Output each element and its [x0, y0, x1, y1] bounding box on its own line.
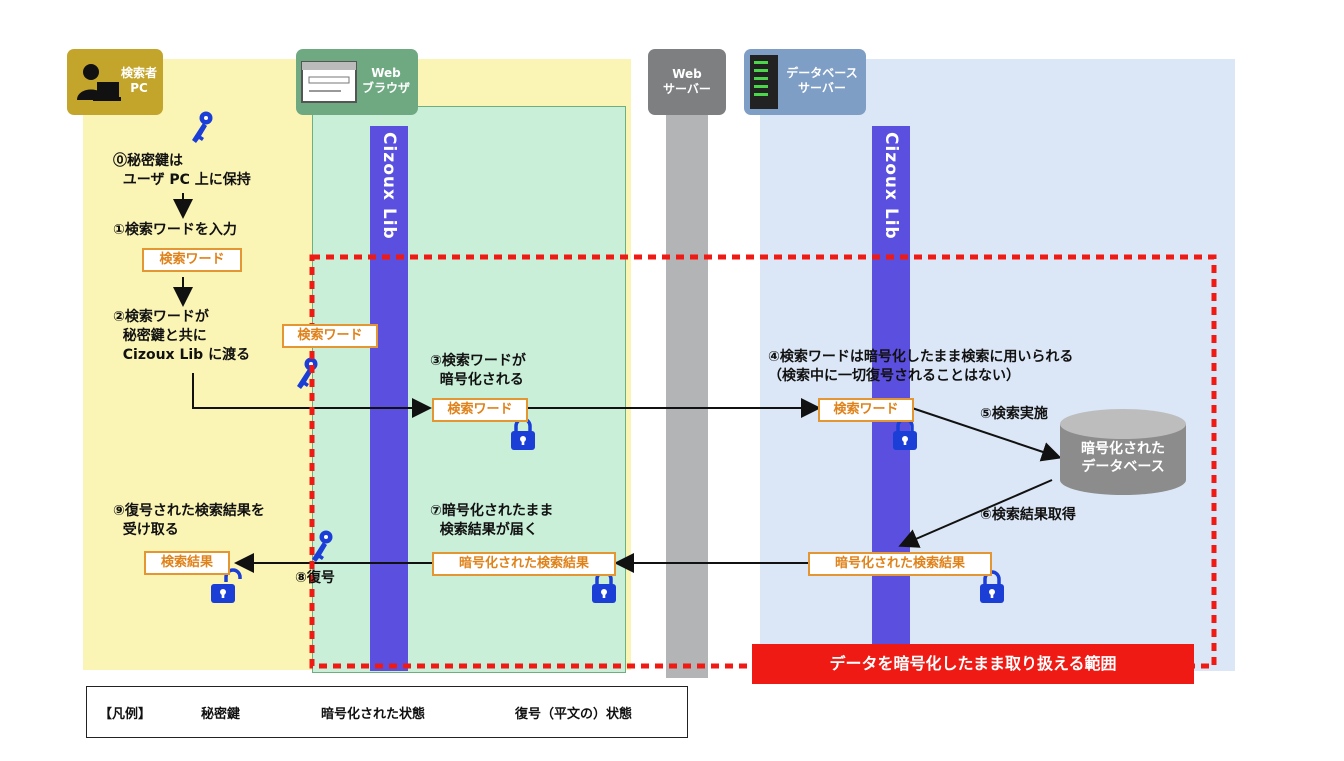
search-word-box-db: 検索ワード	[818, 398, 914, 422]
arrow-db-result	[898, 479, 1053, 548]
step-2-text: ②検索ワードが 秘密鍵と共に Cizoux Lib に渡る	[113, 309, 251, 363]
user-pc-icon	[77, 64, 121, 101]
encrypted-scope-label: データを暗号化したまま取り扱える範囲	[752, 644, 1194, 684]
lock-icon	[891, 417, 919, 452]
step-9-text: ⑨復号された検索結果を 受け取る	[113, 503, 265, 538]
browser-window-icon	[301, 61, 357, 103]
legend-title: 【凡例】	[99, 707, 152, 722]
web-server-header-label: Web サーバー	[663, 67, 711, 96]
database-label: 暗号化された データベース	[1081, 441, 1165, 475]
pc-header-label: 検索者 PC	[121, 66, 158, 95]
lock-icon	[590, 570, 618, 605]
search-word-box-handoff: 検索ワード	[282, 324, 378, 348]
cizoux-lib-label-browser: Cizoux Lib	[379, 132, 399, 240]
encrypted-result-box-browser: 暗号化された検索結果	[432, 552, 616, 576]
step-8-text: ⑧復号	[295, 570, 335, 586]
key-icon	[192, 111, 213, 143]
legend-key-label: 秘密鍵	[201, 707, 241, 722]
step-3-text: ③検索ワードが 暗号化される	[430, 353, 526, 388]
web-server-lane	[666, 106, 708, 678]
legend-unlocked-label: 復号（平文の）状態	[515, 707, 633, 722]
cizoux-lib-label-db: Cizoux Lib	[881, 132, 901, 240]
step-4-text: ④検索ワードは暗号化したまま検索に用いられる （検索中に一切復号されることはない…	[768, 349, 1074, 384]
step-5-text: ⑤検索実施	[980, 406, 1048, 422]
browser-header: Web ブラウザ	[296, 49, 418, 115]
pc-header: 検索者 PC	[67, 49, 163, 115]
search-word-box-input: 検索ワード	[142, 248, 242, 272]
arrow-to-encrypt	[192, 373, 432, 418]
key-icon	[312, 530, 333, 562]
cizoux-lib-bar-browser	[370, 126, 408, 671]
db-server-header-label: データベース サーバー	[786, 66, 858, 95]
legend: 【凡例】 秘密鍵 暗号化された状態 復号（平文の）状態	[86, 686, 688, 738]
step-7-text: ⑦暗号化されたまま 検索結果が届く	[430, 503, 554, 538]
browser-header-label: Web ブラウザ	[361, 66, 410, 95]
browser-lane	[312, 106, 626, 673]
lock-icon	[509, 417, 537, 452]
step-6-text: ⑥検索結果取得	[980, 507, 1076, 523]
encrypted-scope-border	[309, 254, 1217, 669]
encrypted-result-box-db: 暗号化された検索結果	[808, 552, 992, 576]
database-cylinder	[1060, 409, 1186, 495]
db-server-header: データベース サーバー	[744, 49, 866, 115]
web-server-header: Web サーバー	[648, 49, 726, 115]
server-rack-icon	[750, 55, 778, 109]
search-word-box-encrypted: 検索ワード	[432, 398, 528, 422]
result-box-pc: 検索結果	[144, 551, 230, 575]
lock-icon	[978, 570, 1006, 605]
legend-locked-label: 暗号化された状態	[321, 707, 426, 722]
step-1-text: ①検索ワードを入力	[113, 222, 237, 238]
step-0-text: ⓪秘密鍵は ユーザ PC 上に保持	[113, 153, 251, 188]
arrow-search-db	[911, 407, 1062, 462]
